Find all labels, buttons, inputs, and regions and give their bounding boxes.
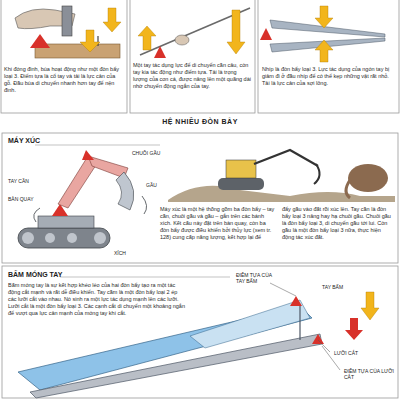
part-label: GẦU [146,182,157,188]
section-heading: MÁY XÚC [8,137,40,145]
caption-text: Máy xúc là một hệ thống gồm ba đòn bẩy –… [160,206,276,241]
part-label: XÍCH [114,250,126,256]
section-title: HỆ NHIỀU ĐÒN BẨY [100,118,300,126]
part-label: ĐIỂM TỰA CỦA TAY BẤM [236,272,276,284]
caption-text: Bấm móng tay là sự kết hợp khéo léo của … [8,282,186,317]
part-label: BÀN QUAY [8,196,33,202]
caption-text: Khi đóng đinh, búa hoạt động như một đòn… [4,66,124,94]
part-label: CHUÔI GẦU [132,150,160,156]
caption-text: Một tay tác dụng lực để di chuyển cần câ… [133,62,251,90]
caption-text: đẩy gầu vào đất rồi xúc lên. Tay cần là … [282,206,394,241]
section-heading: BẤM MÓNG TAY [8,271,62,279]
caption-text: Nhíp là đòn bẩy loại 3. Lực tác dụng của… [262,66,394,87]
part-label: ĐIỂM TỰA CỦA LƯỠI CẮT [344,368,394,380]
part-label: TAY CẦN [8,178,29,184]
part-label: TAY BẤM [322,284,343,290]
part-label: LƯỠI CẮT [334,350,358,356]
